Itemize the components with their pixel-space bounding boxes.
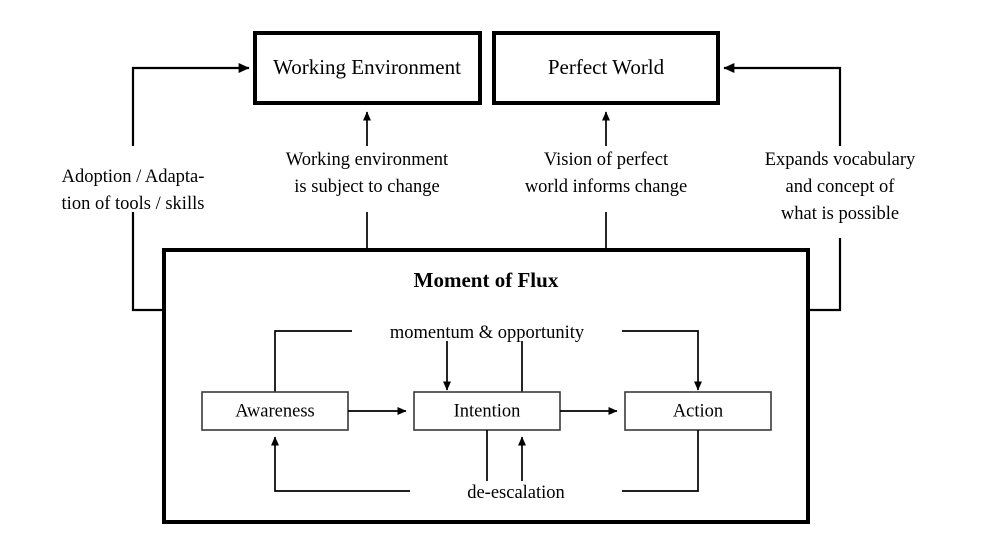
edge-deescalation-left-segment	[271, 436, 410, 492]
edge-momentum-right-segment	[622, 330, 702, 391]
edge-label-we-change-line2: is subject to change	[294, 177, 439, 197]
intention-label: Intention	[454, 401, 521, 421]
perfect-world-box	[492, 31, 720, 105]
edge-label-adoption-line2: tion of tools / skills	[62, 194, 205, 214]
edge-label-we-change-line1: Working environment	[286, 150, 449, 170]
edge-label-momentum: momentum & opportunity	[390, 323, 585, 343]
working-environment-label: Working Environment	[273, 55, 461, 79]
edge-expands-vocabulary: Expands vocabulary and concept of what i…	[723, 63, 916, 312]
perfect-world-node: Perfect World	[492, 31, 720, 105]
edge-label-vision-line1: Vision of perfect	[544, 150, 669, 170]
action-node: Action	[624, 391, 772, 431]
awareness-node: Awareness	[201, 391, 349, 431]
edge-working-environment-change: Working environment is subject to change	[286, 111, 449, 248]
edge-label-deescalation: de-escalation	[467, 483, 565, 503]
edge-momentum-left-segment	[274, 330, 352, 392]
edge-de-escalation: de-escalation	[271, 430, 699, 503]
edge-label-expands-line2: and concept of	[786, 177, 896, 197]
action-label: Action	[673, 401, 723, 421]
intention-node: Intention	[413, 391, 561, 431]
edge-adoption-segment-lower	[131, 212, 164, 312]
edge-label-expands-line1: Expands vocabulary	[765, 150, 916, 170]
moment-of-flux-container: Moment of Flux	[162, 248, 810, 524]
awareness-label: Awareness	[235, 401, 314, 421]
edge-momentum-opportunity: momentum & opportunity	[274, 323, 702, 392]
working-environment-box	[253, 31, 482, 105]
edge-adoption-adaptation: Adoption / Adapta- tion of tools / skill…	[62, 63, 250, 312]
working-environment-node: Working Environment	[253, 31, 482, 105]
edge-vision-perfect-world: Vision of perfect world informs change	[525, 111, 687, 248]
moment-of-flux-title: Moment of Flux	[414, 268, 559, 292]
edge-deescalation-right-segment	[622, 430, 699, 492]
edge-adoption-segment-upper	[131, 63, 250, 146]
edge-expands-segment-lower	[808, 238, 842, 312]
edge-expands-segment-upper	[723, 63, 842, 146]
edge-label-vision-line2: world informs change	[525, 177, 687, 197]
intention-box	[413, 391, 561, 431]
awareness-box	[201, 391, 349, 431]
edge-label-adoption-line1: Adoption / Adapta-	[62, 167, 205, 187]
edge-label-expands-line3: what is possible	[781, 204, 899, 224]
action-box	[624, 391, 772, 431]
perfect-world-label: Perfect World	[548, 55, 665, 79]
